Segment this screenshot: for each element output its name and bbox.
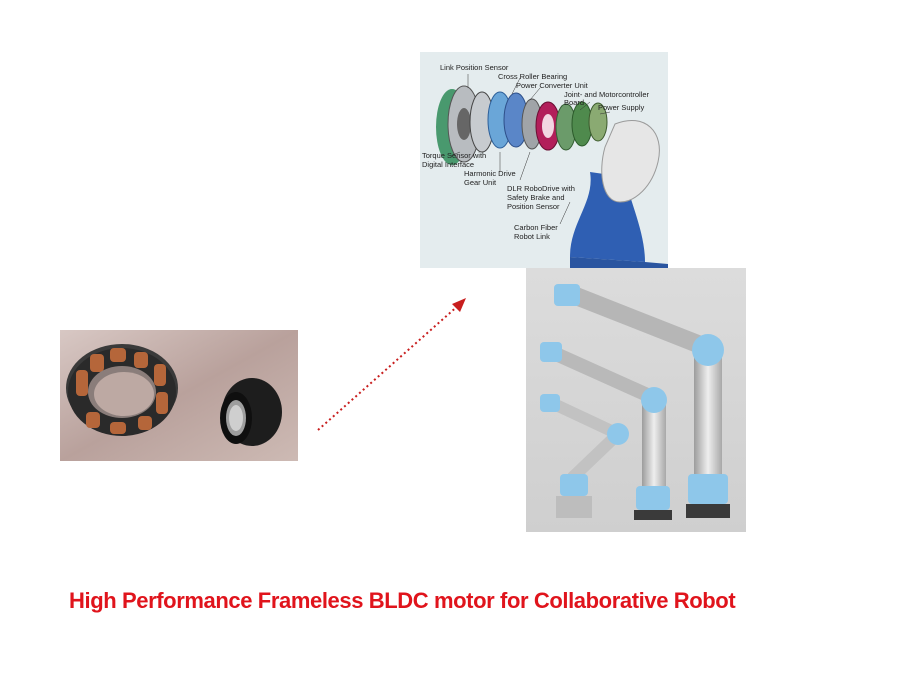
label-robot-link: Robot Link: [514, 232, 550, 241]
motor-illustration: [60, 330, 298, 461]
label-harmonic-drive: Harmonic Drive: [464, 169, 516, 178]
label-link-position-sensor: Link Position Sensor: [440, 63, 509, 72]
label-torque-sensor: Torque Sensor with: [422, 151, 487, 160]
frameless-motor-photo: [60, 330, 298, 461]
exploded-joint-diagram: Link Position Sensor Cross Roller Bearin…: [420, 52, 668, 268]
label-safety-brake: Safety Brake and: [507, 193, 565, 202]
label-power-converter-unit: Power Converter Unit: [516, 81, 588, 90]
slide-caption: High Performance Frameless BLDC motor fo…: [69, 588, 736, 613]
label-carbon-fiber: Carbon Fiber: [514, 223, 558, 232]
dotted-arrow: [317, 298, 466, 431]
exploded-joint-illustration: [436, 74, 668, 268]
label-cross-roller-bearing: Cross Roller Bearing: [498, 72, 568, 81]
label-position-sensor: Position Sensor: [507, 202, 560, 211]
collaborative-robots-photo: [526, 268, 746, 532]
label-torque-sensor-interface: Digital Interface: [422, 160, 475, 169]
label-joint-motorcontroller-board: Board: [564, 98, 585, 107]
robots-illustration: [526, 268, 746, 532]
label-joint-motorcontroller: Joint- and Motorcontroller: [564, 90, 650, 99]
label-power-supply: Power Supply: [598, 103, 645, 112]
label-dlr-robodrive: DLR RoboDrive with: [507, 184, 575, 193]
label-harmonic-drive-gear-unit: Gear Unit: [464, 178, 497, 187]
